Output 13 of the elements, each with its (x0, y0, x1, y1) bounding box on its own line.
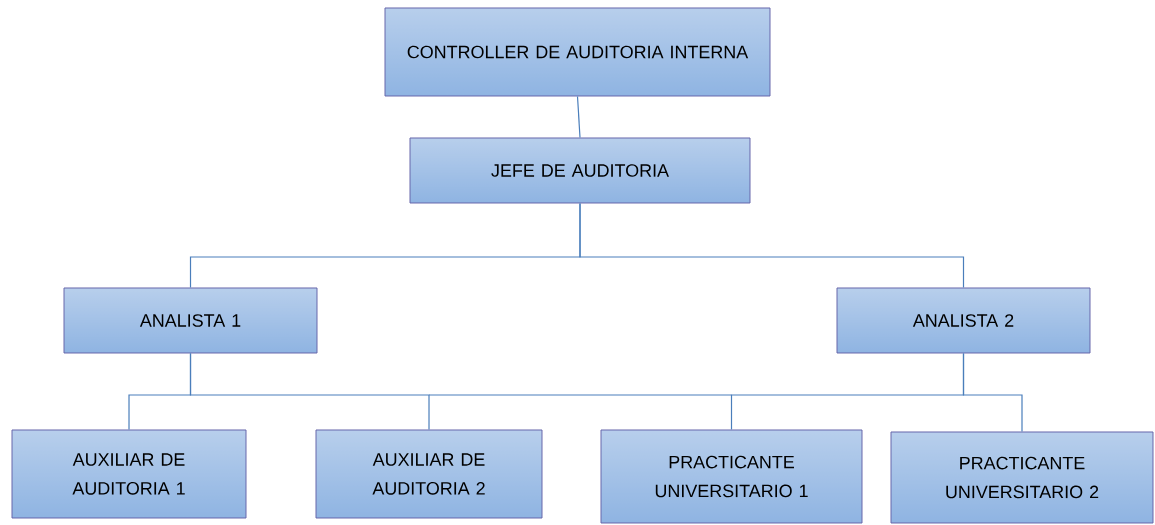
connector-line (579, 202, 965, 289)
connector-line (576, 95, 581, 139)
org-box: PRACTICANTE UNIVERSITARIO 1 (600, 429, 863, 524)
org-box: CONTROLLER DE AUDITORIA INTERNA (384, 7, 771, 97)
connector-line (428, 394, 733, 396)
org-box: AUXILIAR DE AUDITORIA 1 (11, 429, 247, 519)
org-box: AUXILIAR DE AUDITORIA 2 (315, 429, 543, 519)
connector-line (189, 352, 430, 431)
org-box: PRACTICANTE UNIVERSITARIO 2 (890, 431, 1154, 524)
org-box: ANALISTA 2 (836, 287, 1091, 354)
org-box: ANALISTA 1 (63, 287, 318, 354)
connector-line (962, 352, 1023, 433)
org-box: JEFE DE AUDITORIA (409, 137, 751, 204)
